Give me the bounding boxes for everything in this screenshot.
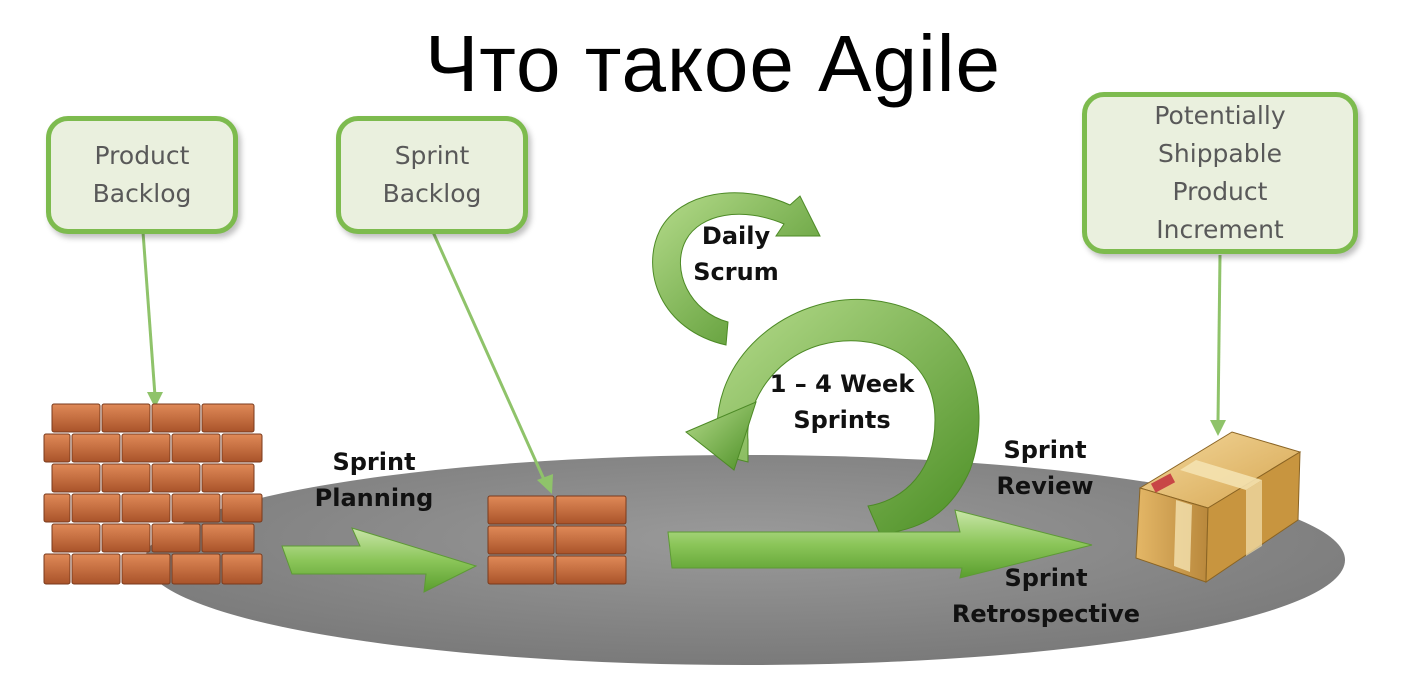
product-backlog-line1: Product — [94, 141, 190, 170]
page-title: Что такое Agile — [424, 19, 1001, 108]
daily-scrum-line2: Scrum — [693, 258, 779, 286]
brick-wall-icon — [43, 403, 263, 585]
sprint-flow-arrow — [667, 509, 1093, 579]
sprint-backlog-line2: Backlog — [382, 179, 482, 208]
sprint-planning-line2: Planning — [314, 484, 434, 512]
sprint-backlog-line1: Sprint — [394, 141, 470, 170]
sprint-review-line2: Review — [996, 472, 1094, 500]
increment-line3: Product — [1172, 177, 1268, 206]
sprint-review-line1: Sprint — [1003, 436, 1087, 464]
sprint-retro-line2: Retrospective — [951, 600, 1141, 628]
product-backlog-connector-head — [147, 392, 163, 408]
increment-callout: Potentially Shippable Product Increment — [1082, 92, 1358, 254]
increment-line1: Potentially — [1154, 101, 1286, 130]
sprint-length-line2: Sprints — [793, 406, 891, 434]
sprint-planning-arrow — [281, 527, 478, 593]
daily-scrum-line1: Daily — [701, 222, 771, 250]
sprint-backlog-connector-head — [537, 474, 553, 494]
product-backlog-connector — [141, 231, 157, 397]
increment-line2: Shippable — [1158, 139, 1282, 168]
shipping-box-icon — [1135, 431, 1302, 583]
sprint-backlog-callout: Sprint Backlog — [336, 116, 528, 234]
increment-line4: Increment — [1156, 215, 1284, 244]
increment-connector — [1216, 254, 1222, 423]
sprint-planning-line1: Sprint — [332, 448, 416, 476]
sprint-retrospective-label: Sprint Retrospective — [948, 560, 1144, 632]
brick-stack-icon — [487, 495, 627, 585]
product-backlog-callout: Product Backlog — [46, 116, 238, 234]
sprint-loop-arrowhead — [685, 401, 757, 471]
increment-connector-head — [1210, 420, 1226, 436]
sprint-backlog-connector — [431, 231, 548, 485]
sprint-planning-label: Sprint Planning — [304, 444, 444, 516]
daily-scrum-loop-arrow — [652, 192, 821, 346]
sprint-review-label: Sprint Review — [990, 432, 1100, 504]
product-backlog-line2: Backlog — [92, 179, 192, 208]
sprint-length-label: 1 – 4 Week Sprints — [756, 366, 928, 438]
sprint-length-line1: 1 – 4 Week — [769, 370, 915, 398]
daily-scrum-label: Daily Scrum — [676, 218, 796, 290]
sprint-retro-line1: Sprint — [1004, 564, 1088, 592]
sprint-loop-arrow — [716, 298, 980, 535]
